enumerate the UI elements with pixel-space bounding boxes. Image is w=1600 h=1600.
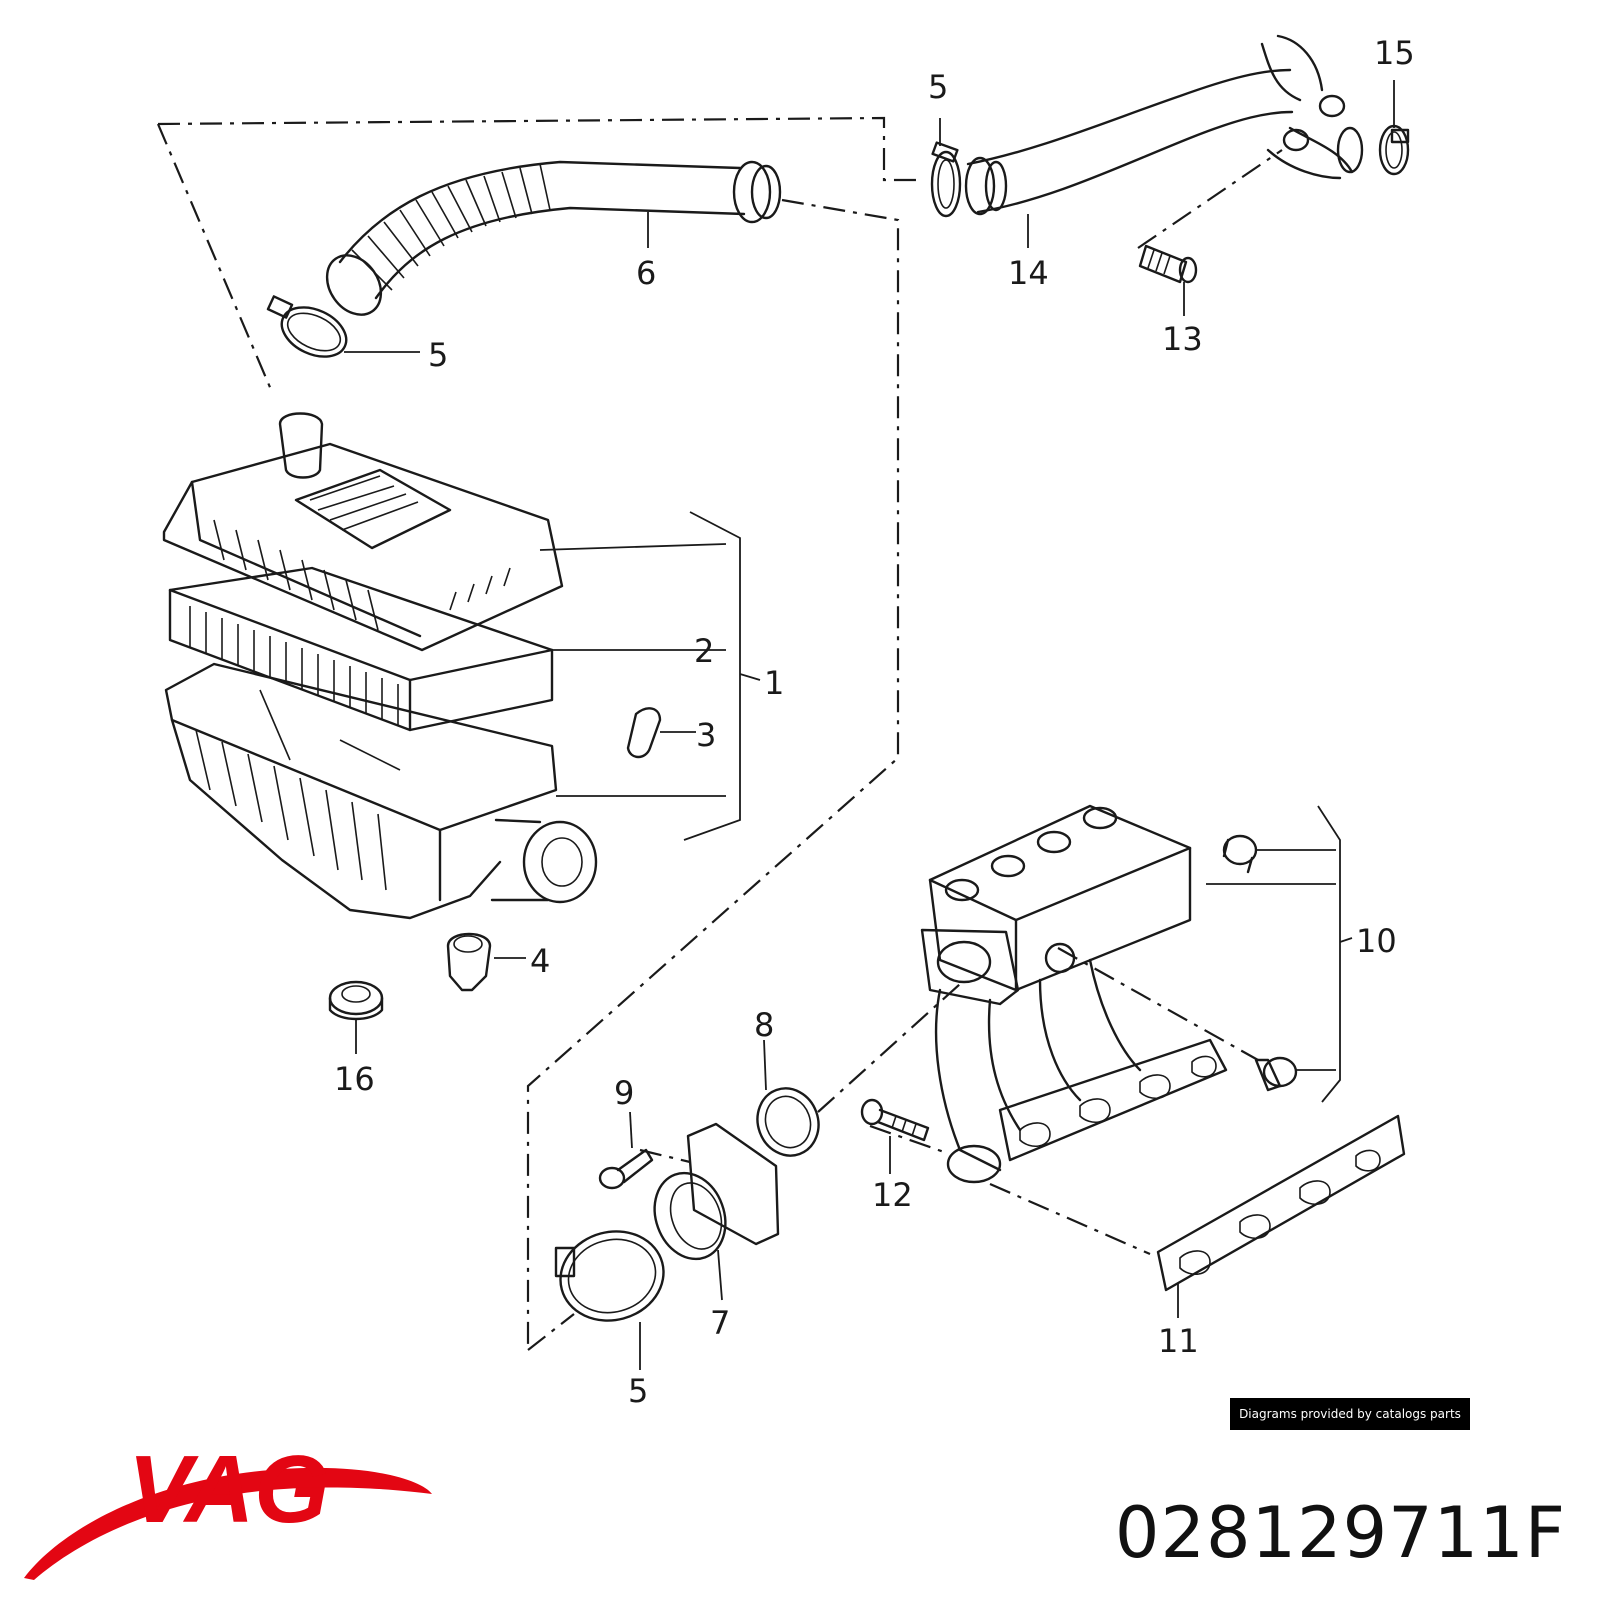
callout-13: 13 — [1162, 320, 1203, 358]
part-number: 028129711F — [1114, 1492, 1566, 1574]
adapter-7 — [653, 1122, 780, 1301]
callout-6: 6 — [636, 254, 656, 292]
callout-3: 3 — [696, 716, 716, 754]
callout-9: 9 — [614, 1074, 634, 1112]
callout-15: 15 — [1374, 34, 1415, 72]
callout-12: 12 — [872, 1176, 913, 1214]
callout-4: 4 — [530, 942, 550, 980]
clip-3 — [626, 707, 696, 759]
manifold-plugs — [1222, 834, 1298, 1092]
group-bracket-1 — [539, 511, 761, 841]
intake-manifold-10 — [920, 804, 1228, 1184]
callout-11: 11 — [1158, 1322, 1199, 1360]
callout-7: 7 — [710, 1304, 730, 1342]
gasket-11 — [1156, 1114, 1406, 1318]
intake-hose-6 — [325, 160, 782, 316]
mount-4 — [446, 932, 526, 992]
group-bracket-10 — [1206, 805, 1353, 1103]
diagram-credit-badge: Diagrams provided by catalogs parts — [1230, 1398, 1470, 1430]
air-filter-lid — [162, 412, 564, 652]
callout-2: 2 — [694, 632, 714, 670]
callout-5-lower: 5 — [628, 1372, 648, 1410]
callout-16: 16 — [334, 1060, 375, 1098]
hose-clamp-5-left — [266, 295, 348, 358]
grommet-16 — [328, 980, 384, 1054]
breather-pipe-14 — [964, 34, 1364, 216]
valve-13 — [1138, 244, 1198, 284]
callout-labels: 1 2 3 4 5 5 5 6 7 8 9 10 11 12 13 14 15 … — [334, 34, 1415, 1410]
filter-element-2 — [168, 566, 554, 732]
leader-lines — [344, 80, 1395, 353]
logo-text: VAG — [128, 1436, 329, 1543]
air-filter-base — [164, 662, 598, 920]
callout-14: 14 — [1008, 254, 1049, 292]
bolt-12 — [860, 1098, 930, 1174]
hose-clamp-5-upper — [930, 141, 962, 218]
logo-swoosh — [24, 1467, 432, 1580]
callout-8: 8 — [754, 1006, 774, 1044]
dashed-connection-lines — [156, 116, 1283, 1351]
hose-clamp-5-lower — [554, 1230, 665, 1370]
callout-5-left: 5 — [428, 336, 448, 374]
bolt-9 — [598, 1111, 654, 1190]
callout-5-upper: 5 — [928, 68, 948, 106]
callout-10: 10 — [1356, 922, 1397, 960]
seal-ring-8 — [756, 1039, 820, 1157]
callout-1: 1 — [764, 664, 784, 702]
vag-logo: VAG — [24, 1436, 432, 1580]
hose-clamp-15 — [1378, 124, 1410, 176]
